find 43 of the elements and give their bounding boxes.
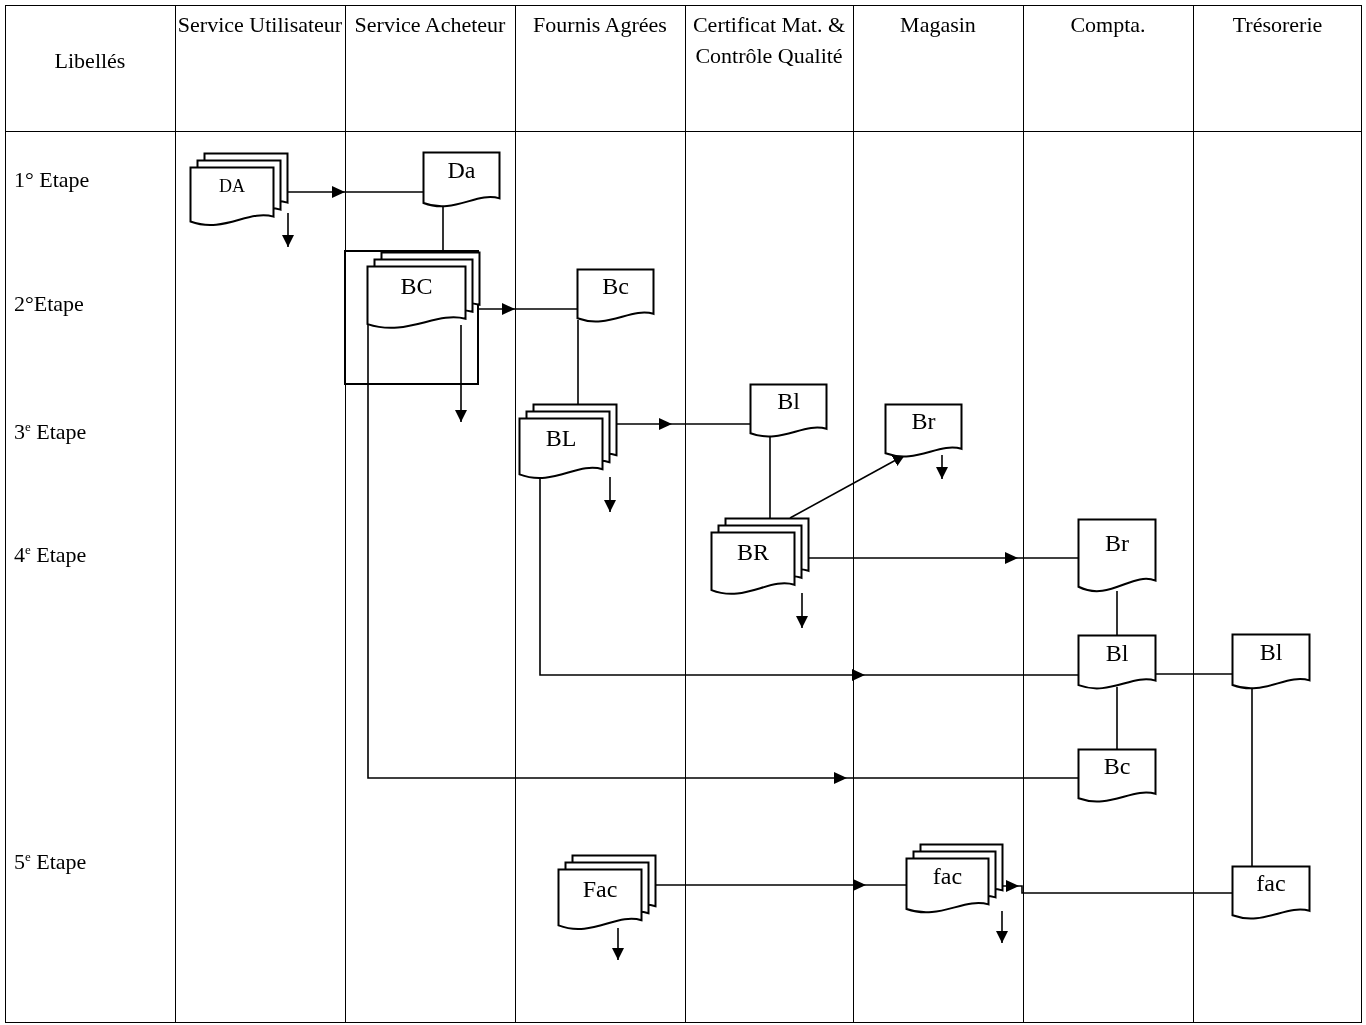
- document-shape: [750, 384, 827, 440]
- document-stack: [190, 153, 288, 229]
- group-frame: [344, 250, 479, 385]
- document-label: Br: [1104, 528, 1130, 558]
- document-stack: [711, 518, 809, 598]
- column-header: Certificat Mat. & Contrôle Qualité: [691, 11, 847, 70]
- document-stack: [906, 844, 1003, 916]
- document-label: Bc: [1102, 752, 1132, 782]
- row-label: 4$^{e}$ Etape: [14, 541, 87, 569]
- column-header: Service Utilisateur: [176, 11, 344, 39]
- column-header: Magasin: [899, 11, 977, 39]
- column-header: Trésorerie: [1231, 11, 1324, 39]
- document-shape: [1078, 749, 1156, 805]
- document-label: Fac: [581, 874, 619, 904]
- column-header: Libellés: [53, 47, 127, 75]
- column-header: Compta.: [1069, 11, 1147, 39]
- document-label: Br: [910, 407, 937, 437]
- document-shape: [1232, 634, 1310, 692]
- document-label: BL: [544, 423, 578, 453]
- document-label: BR: [736, 538, 770, 568]
- row-label: 2°Etape: [14, 291, 84, 317]
- document-shape: [1078, 635, 1156, 692]
- document-label: Bl: [1258, 637, 1284, 667]
- document-label: Bl: [1104, 638, 1130, 668]
- document-stack: [367, 252, 480, 332]
- document-stack: [519, 404, 617, 482]
- document-shape: [423, 152, 500, 210]
- row-label: 5$^{e}$ Etape: [14, 848, 87, 876]
- document-label: Bl: [776, 387, 801, 417]
- document-shape: [885, 404, 962, 460]
- column-header: Fournis Agrées: [532, 11, 668, 39]
- document-shape: [577, 269, 654, 325]
- document-label: Bc: [601, 272, 630, 302]
- document-label: Da: [446, 155, 477, 185]
- document-label: BC: [399, 272, 434, 302]
- row-label: 3$^{e}$ Etape: [14, 418, 87, 446]
- document-label: DA: [218, 175, 246, 199]
- row-label: 1° Etape: [14, 167, 90, 193]
- column-header: Service Acheteur: [353, 11, 507, 39]
- document-label: fac: [1255, 869, 1287, 899]
- document-stack: [558, 855, 656, 933]
- document-label: fac: [931, 861, 964, 891]
- document-shape: [1232, 866, 1310, 922]
